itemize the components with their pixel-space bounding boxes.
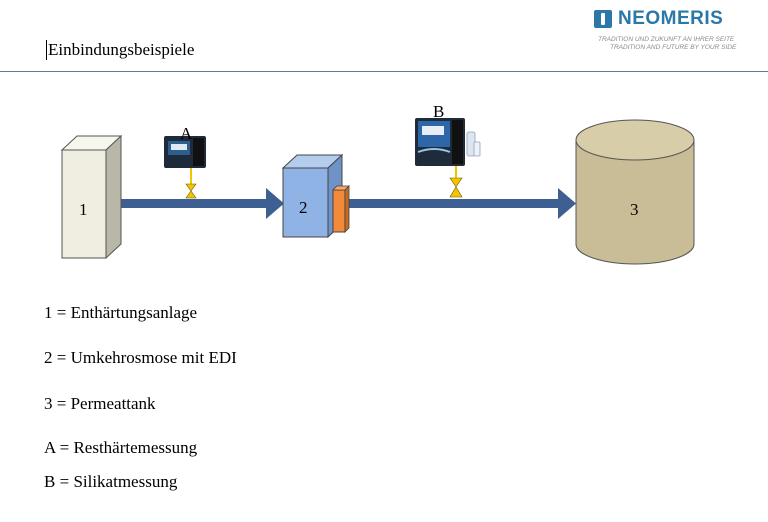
legend-item-b: B = Silikatmessung xyxy=(44,472,177,492)
permeate-tank: 3 xyxy=(575,119,695,265)
legend-text: Umkehrosmose mit EDI xyxy=(70,348,237,367)
neomeris-logo: NEOMERIS TRADITION UND ZUKUNFT AN IHRER … xyxy=(594,8,754,56)
legend-item-3: 3 = Permeattank xyxy=(44,394,156,414)
legend-text: Enthärtungsanlage xyxy=(70,303,198,322)
node-1-label: 1 xyxy=(79,200,88,219)
pipe-1-to-2 xyxy=(118,188,284,219)
legend-text: Silikatmessung xyxy=(73,472,178,491)
legend-key: B xyxy=(44,472,56,491)
header-divider xyxy=(0,71,768,72)
node-2-label: 2 xyxy=(299,198,308,217)
instrument-a-label: A xyxy=(180,124,193,143)
instrument-b: B xyxy=(415,102,481,198)
softener-unit: 1 xyxy=(60,134,123,260)
pipe-2-to-3 xyxy=(344,188,576,219)
legend-item-2: 2 = Umkehrosmose mit EDI xyxy=(44,348,237,368)
legend-key: 3 xyxy=(44,394,53,413)
legend-item-a: A = Resthärtemessung xyxy=(44,438,197,458)
legend-sep: = xyxy=(56,394,67,413)
valve-b-icon xyxy=(449,177,463,188)
logo-mark-icon xyxy=(594,10,612,28)
legend-key: 1 xyxy=(44,303,53,322)
logo-tagline-de: TRADITION UND ZUKUNFT AN IHRER SEITE xyxy=(598,36,735,43)
legend-sep: = xyxy=(59,438,70,457)
legend-text: Permeattank xyxy=(70,394,156,413)
node-3-label: 3 xyxy=(630,200,639,219)
legend-sep: = xyxy=(56,303,67,322)
edi-module xyxy=(332,189,346,233)
legend-key: 2 xyxy=(44,348,53,367)
legend-key: A xyxy=(44,438,56,457)
instrument-a: A xyxy=(164,124,206,199)
legend-sep: = xyxy=(56,348,67,367)
page-title: Einbindungsbeispiele xyxy=(46,40,195,60)
legend-sep: = xyxy=(59,472,70,491)
valve-a-icon xyxy=(185,183,197,192)
legend-text: Resthärtemessung xyxy=(73,438,198,457)
ro-edi-unit: 2 xyxy=(281,153,350,239)
instrument-b-label: B xyxy=(433,102,444,121)
logo-tagline-en: TRADITION AND FUTURE BY YOUR SIDE xyxy=(610,44,737,51)
logo-brand: NEOMERIS xyxy=(618,8,724,29)
legend-item-1: 1 = Enthärtungsanlage xyxy=(44,303,197,323)
